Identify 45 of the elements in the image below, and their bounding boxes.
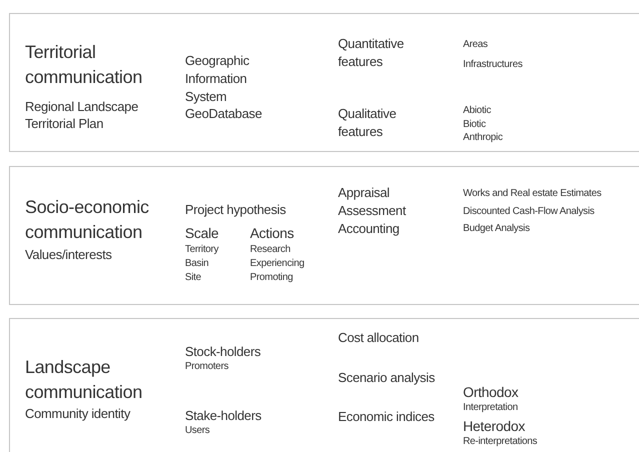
item-text: Assessment bbox=[338, 202, 406, 220]
item-heading: Orthodox bbox=[463, 383, 518, 401]
item-detail: Promoters bbox=[185, 360, 228, 373]
item-text: Cost allocation bbox=[338, 329, 419, 347]
category-panel bbox=[9, 13, 639, 152]
panel-title: Territorial communication bbox=[25, 41, 144, 89]
item-heading: Heterodox bbox=[463, 417, 525, 435]
category-panel bbox=[9, 166, 639, 305]
item-text: Stake-holders bbox=[185, 407, 262, 425]
item-text: Territorial Plan bbox=[25, 115, 104, 133]
panel-title: Landscape communication bbox=[25, 356, 144, 404]
item-heading: Scale bbox=[185, 224, 219, 242]
item-text: Qualitative features bbox=[338, 105, 398, 141]
item-text: Quantitative features bbox=[338, 35, 405, 71]
item-text: GeoDatabase bbox=[185, 105, 262, 123]
item-text: Stock-holders bbox=[185, 343, 261, 361]
item-detail: Abiotic bbox=[463, 104, 491, 117]
item-detail: Territory bbox=[185, 243, 218, 256]
item-text: Project hypothesis bbox=[185, 201, 286, 219]
item-detail: Experiencing bbox=[250, 257, 304, 270]
item-detail: Basin bbox=[185, 257, 209, 270]
item-text: Regional Landscape bbox=[25, 98, 138, 116]
item-text: Accounting bbox=[338, 220, 400, 238]
item-detail: Research bbox=[250, 243, 290, 256]
item-text: Values/interests bbox=[25, 246, 112, 264]
item-detail: Discounted Cash-Flow Analysis bbox=[463, 205, 594, 218]
item-detail: Budget Analysis bbox=[463, 222, 530, 235]
item-detail: Interpretation bbox=[463, 401, 518, 414]
item-text: Appraisal bbox=[338, 184, 390, 202]
item-detail: Biotic bbox=[463, 118, 486, 131]
item-detail: Infrastructures bbox=[463, 58, 522, 71]
item-heading: Actions bbox=[250, 224, 294, 242]
item-text: Geographic Information System bbox=[185, 52, 250, 106]
item-detail: Anthropic bbox=[463, 131, 503, 144]
item-detail: Re-interpretations bbox=[463, 435, 538, 448]
panel-title: Socio-economic communication bbox=[25, 196, 150, 244]
item-text: Community identity bbox=[25, 405, 130, 423]
item-text: Economic indices bbox=[338, 408, 434, 426]
item-detail: Areas bbox=[463, 38, 488, 51]
item-detail: Works and Real estate Estimates bbox=[463, 187, 602, 200]
item-detail: Promoting bbox=[250, 271, 293, 284]
item-text: Scenario analysis bbox=[338, 369, 435, 387]
item-detail: Site bbox=[185, 271, 202, 284]
category-panel bbox=[9, 318, 639, 452]
item-detail: Users bbox=[185, 424, 210, 437]
